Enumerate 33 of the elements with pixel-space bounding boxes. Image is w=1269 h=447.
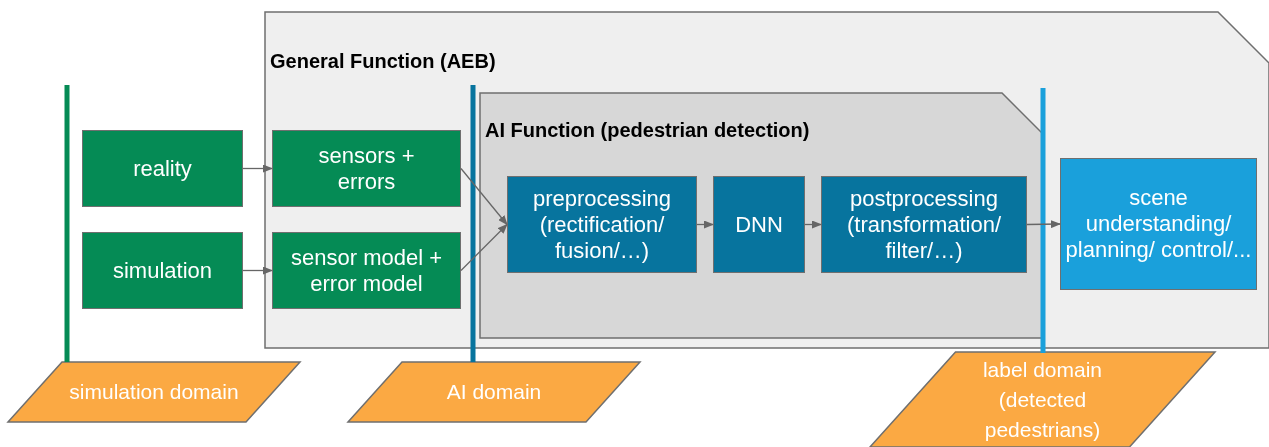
box-label: reality <box>132 155 193 182</box>
domain-parallelogram <box>348 362 640 422</box>
arrow <box>696 220 714 229</box>
arrow <box>242 266 273 275</box>
box-label: sensor model + error model <box>290 244 443 297</box>
function-panel <box>480 93 1042 338</box>
process-box <box>821 176 1027 273</box>
box-label: simulation <box>111 257 213 284</box>
process-box <box>272 232 461 309</box>
arrow <box>460 167 508 226</box>
arrow <box>804 220 822 229</box>
box-label: scene understanding/ planning/ control/... <box>1064 185 1253 263</box>
process-box <box>82 232 243 309</box>
process-box <box>1060 158 1257 290</box>
box-label: sensors + errors <box>317 142 416 195</box>
process-box <box>82 130 243 207</box>
panel-title: General Function (AEB) <box>270 50 496 73</box>
box-label: AI domain <box>445 379 543 405</box>
box-label: preprocessing (rectification/ fusion/…) <box>531 185 673 264</box>
box-label: DNN <box>734 211 784 238</box>
box-label: postprocessing (transformation/ filter/…) <box>845 185 1003 264</box>
domain-parallelogram <box>8 362 300 422</box>
process-box <box>507 176 697 273</box>
box-label: simulation domain <box>68 379 240 405</box>
arrow <box>1026 220 1061 229</box>
process-box <box>272 130 461 207</box>
arrow <box>242 164 273 173</box>
process-box <box>713 176 805 273</box>
arrow <box>460 223 508 272</box>
function-panel <box>265 12 1269 348</box>
domain-parallelogram <box>870 352 1215 447</box>
box-label: label domain (detected pedestrians) <box>981 356 1104 443</box>
panel-title: AI Function (pedestrian detection) <box>485 119 810 142</box>
